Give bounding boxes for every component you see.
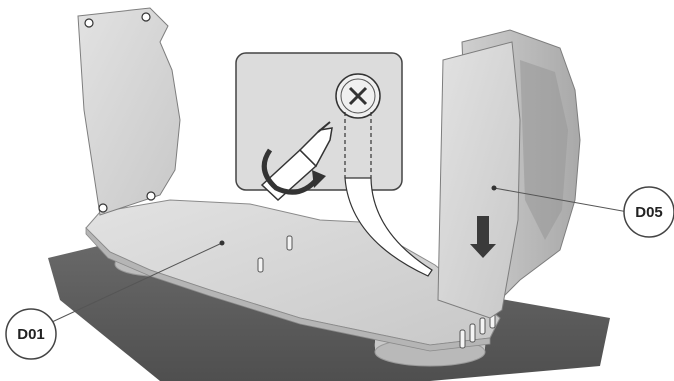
callout-d01-label: D01 xyxy=(17,326,45,343)
callout-d05: D05 xyxy=(624,187,674,237)
left-side-panel xyxy=(78,8,180,215)
right-side-panel xyxy=(438,42,520,318)
screw-head-icon xyxy=(336,74,380,118)
callout-d05-label: D05 xyxy=(635,204,663,221)
callout-d01: D01 xyxy=(6,309,56,359)
detail-inset xyxy=(236,53,402,190)
